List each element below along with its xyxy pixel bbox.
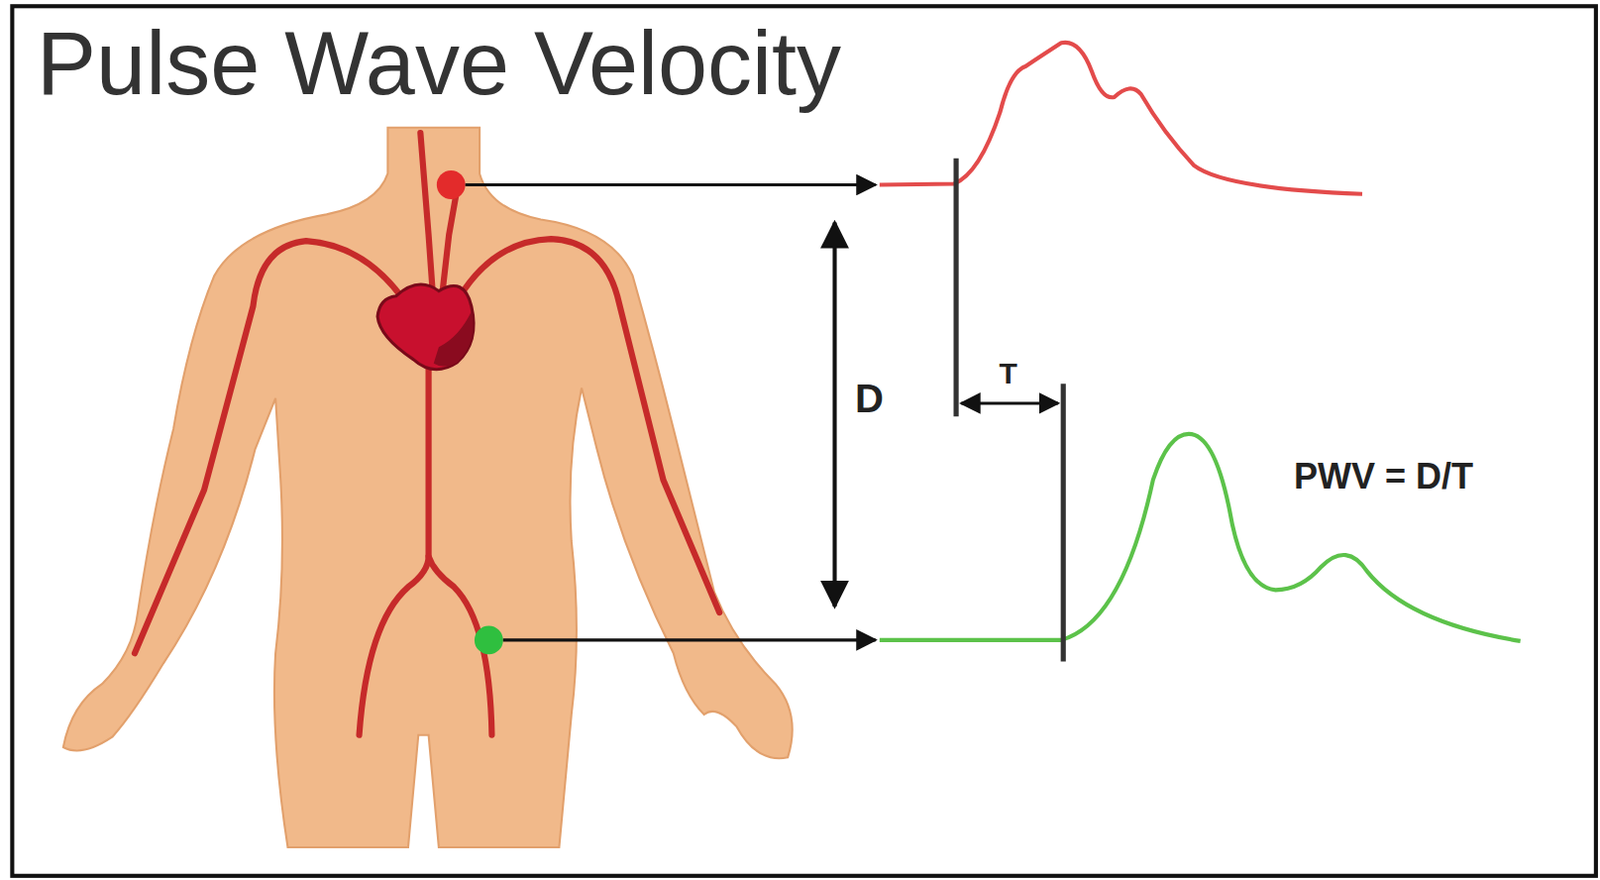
time-arrow	[960, 401, 1059, 405]
leader-line	[465, 183, 876, 187]
heart-shade	[433, 311, 474, 366]
arteries	[134, 132, 720, 736]
frame	[11, 5, 1597, 876]
heart	[377, 284, 474, 370]
distance-label: D	[854, 378, 884, 419]
femoral-waveform	[879, 433, 1521, 641]
onset-line	[954, 158, 960, 418]
femoral-site	[474, 625, 504, 654]
time-label: T	[998, 358, 1017, 389]
onset-line	[1061, 383, 1067, 661]
leader-line	[503, 638, 876, 641]
diagram-title: Pulse Wave Velocity	[36, 18, 842, 108]
carotid-site	[436, 170, 466, 200]
carotid-waveform	[879, 42, 1363, 195]
body-silhouette	[63, 127, 793, 848]
distance-arrow	[832, 222, 837, 607]
formula-label: PWV = D/T	[1293, 458, 1474, 495]
